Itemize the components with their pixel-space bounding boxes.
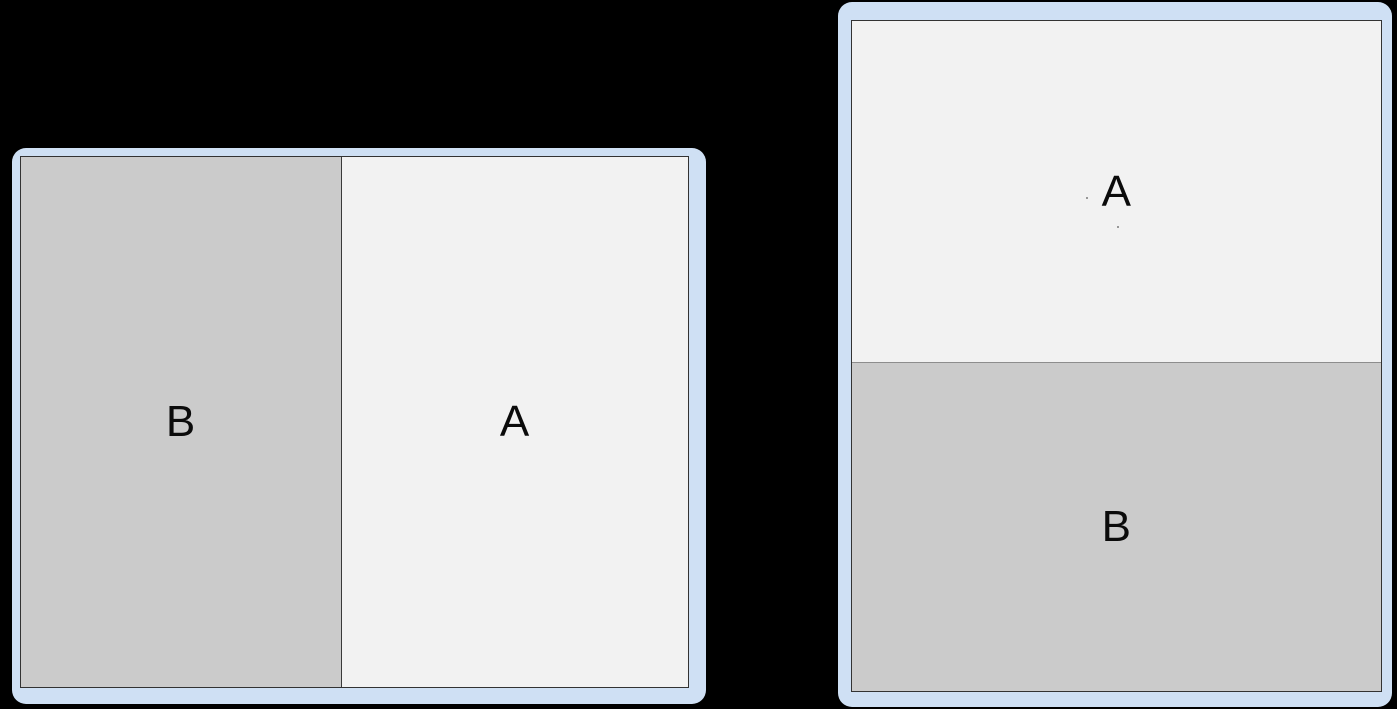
pane-label-b-landscape: B xyxy=(165,397,196,446)
render-speck xyxy=(1086,197,1088,199)
render-speck xyxy=(1117,226,1119,228)
pane-landscape-right[interactable]: A xyxy=(340,157,688,687)
pane-label-a-landscape: A xyxy=(499,397,530,446)
pane-landscape-left[interactable]: B xyxy=(21,157,341,687)
pane-label-a-portrait: A xyxy=(1101,166,1132,216)
pane-label-b-portrait: B xyxy=(1101,502,1132,552)
device-screen-portrait: A B xyxy=(851,20,1382,692)
device-screen-landscape: B A xyxy=(20,156,689,688)
device-frame-portrait: A B xyxy=(838,2,1392,707)
pane-portrait-top[interactable]: A xyxy=(852,21,1381,363)
pane-portrait-bottom[interactable]: B xyxy=(852,362,1381,691)
device-frame-landscape: B A xyxy=(12,148,706,704)
